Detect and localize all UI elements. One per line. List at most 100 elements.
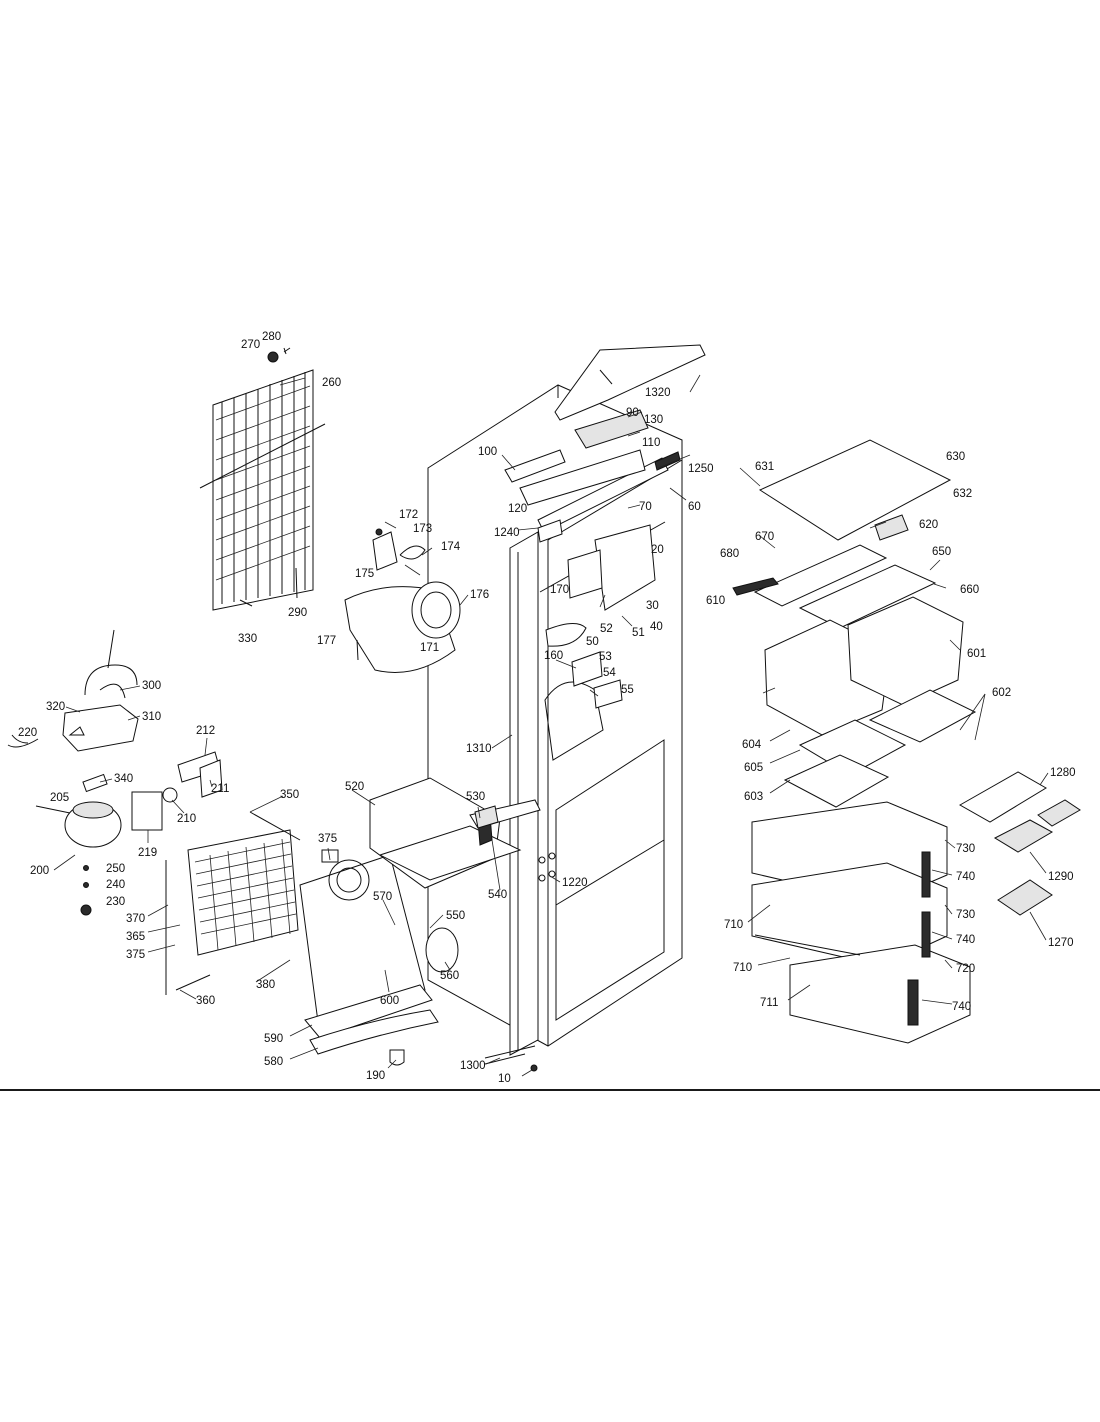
part-label: 70	[639, 501, 652, 513]
part-label: 55	[621, 684, 634, 696]
part-label: 260	[322, 377, 341, 389]
part-label: 632	[953, 488, 972, 500]
part-label: 320	[46, 701, 65, 713]
part-label: 1310	[466, 743, 492, 755]
part-label: 40	[650, 621, 663, 633]
part-label: 60	[688, 501, 701, 513]
part-label: 220	[18, 727, 37, 739]
part-label: 730	[956, 843, 975, 855]
part-label: 530	[466, 791, 485, 803]
part-label: 620	[919, 519, 938, 531]
part-label: 310	[142, 711, 161, 723]
part-label: 190	[366, 1070, 385, 1082]
part-label: 174	[441, 541, 461, 553]
part-label: 605	[744, 762, 763, 774]
part-label: 90	[626, 407, 639, 419]
part-label: 212	[196, 725, 215, 737]
part-label: 720	[956, 963, 975, 975]
part-label: 110	[642, 437, 660, 449]
refrigerator-cabinet	[427, 344, 706, 1072]
part-label: 631	[755, 461, 774, 473]
part-label: 172	[399, 509, 418, 521]
part-label: 230	[106, 896, 125, 908]
part-label: 1290	[1048, 871, 1074, 883]
part-label: 350	[280, 789, 299, 801]
part-label: 250	[106, 863, 125, 875]
part-label: 360	[196, 995, 215, 1007]
part-label: 205	[50, 792, 69, 804]
part-label: 680	[720, 548, 739, 560]
part-label: 270	[241, 339, 260, 351]
part-label: 290	[288, 607, 307, 619]
part-label: 10	[498, 1073, 511, 1085]
part-label: 380	[256, 979, 275, 991]
part-label: 590	[264, 1033, 283, 1045]
evaporator-assembly	[165, 811, 459, 1066]
part-label: 52	[600, 623, 613, 635]
part-label: 1280	[1050, 767, 1076, 779]
part-label: 210	[177, 813, 196, 825]
part-label: 219	[138, 847, 157, 859]
part-label: 240	[106, 879, 125, 891]
part-label: 51	[632, 627, 645, 639]
part-label: 670	[755, 531, 774, 543]
part-label: 340	[114, 773, 133, 785]
part-label: 740	[956, 934, 975, 946]
part-label: 520	[345, 781, 364, 793]
part-label: 173	[413, 523, 432, 535]
part-label: 740	[952, 1001, 971, 1013]
part-label: 602	[992, 687, 1011, 699]
bottom-frame-line	[0, 1089, 1100, 1091]
fan-housing-assembly	[344, 528, 461, 673]
part-label: 130	[644, 414, 663, 426]
part-label: 370	[126, 913, 145, 925]
part-label: 630	[946, 451, 965, 463]
condenser-coil	[199, 347, 326, 611]
part-label: 540	[488, 889, 507, 901]
part-label: 601	[967, 648, 986, 660]
part-label: 330	[238, 633, 257, 645]
part-label: 280	[262, 331, 281, 343]
part-label: 375	[318, 833, 337, 845]
part-label: 1270	[1048, 937, 1074, 949]
part-label: 610	[706, 595, 725, 607]
part-label: 604	[742, 739, 762, 751]
part-label: 711	[760, 997, 778, 1009]
part-label: 1300	[460, 1060, 486, 1072]
shelves-and-drawers	[732, 439, 1081, 1044]
part-label: 160	[544, 650, 563, 662]
part-label: 200	[30, 865, 49, 877]
part-label: 730	[956, 909, 975, 921]
part-label: 175	[355, 568, 374, 580]
part-label: 580	[264, 1056, 283, 1068]
part-label: 375	[126, 949, 145, 961]
part-label: 710	[724, 919, 743, 931]
part-label: 50	[586, 636, 599, 648]
part-label: 660	[960, 584, 979, 596]
part-label: 100	[478, 446, 497, 458]
part-label: 600	[380, 995, 399, 1007]
part-label: 176	[470, 589, 489, 601]
part-labels: 270 280 260 1320 90 130 110 100 1250 60 …	[18, 331, 1076, 1085]
part-label: 54	[603, 667, 616, 679]
part-label: 53	[599, 651, 612, 663]
part-label: 211	[211, 783, 229, 795]
ice-maker-assembly	[369, 777, 541, 889]
part-label: 171	[420, 642, 439, 654]
part-label: 1320	[645, 387, 671, 399]
part-label: 570	[373, 891, 392, 903]
part-label: 1250	[688, 463, 714, 475]
compressor-assembly	[7, 629, 223, 916]
part-label: 170	[550, 584, 569, 596]
part-label: 1220	[562, 877, 588, 889]
part-label: 300	[142, 680, 161, 692]
part-label: 365	[126, 931, 145, 943]
part-label: 30	[646, 600, 659, 612]
part-label: 550	[446, 910, 465, 922]
part-label: 120	[508, 503, 527, 515]
part-label: 650	[932, 546, 951, 558]
part-label: 603	[744, 791, 763, 803]
part-label: 710	[733, 962, 752, 974]
